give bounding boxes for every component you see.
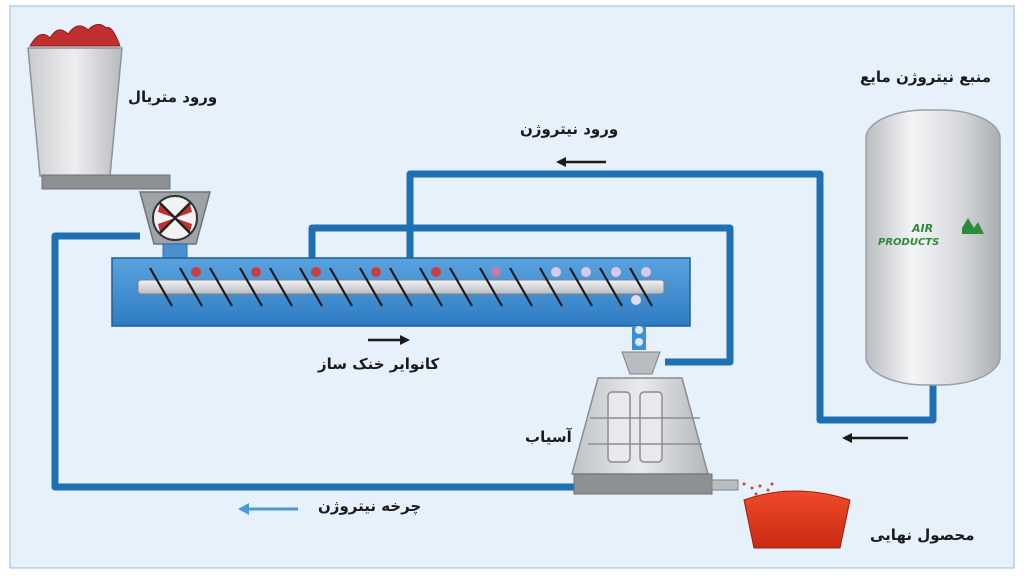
screw-flight bbox=[239, 267, 263, 307]
mill-feed-pipe bbox=[308, 224, 734, 366]
arrow-icon bbox=[556, 157, 606, 167]
tank-logo-icon bbox=[962, 218, 984, 234]
nitrogen-inlet-label: ورود نیتروژن bbox=[520, 120, 619, 138]
screw-flight bbox=[269, 267, 293, 307]
final-product-label: محصول نهایی bbox=[870, 526, 975, 544]
arrow-icon bbox=[238, 503, 298, 515]
screw-flight bbox=[389, 267, 413, 307]
material-particle bbox=[641, 267, 651, 277]
screw-flight bbox=[359, 267, 383, 307]
screw-flight bbox=[149, 267, 173, 307]
material-particle bbox=[491, 267, 501, 277]
mill-label: آسیاب bbox=[525, 428, 572, 446]
tank-logo-line1: AIR bbox=[911, 222, 933, 235]
cooling-conveyor bbox=[111, 257, 691, 327]
screw-flights bbox=[149, 267, 653, 307]
material-particles bbox=[191, 267, 651, 305]
material-inlet-label: ورود متریال bbox=[128, 88, 218, 106]
screw-flight bbox=[599, 267, 623, 307]
arrow-icon bbox=[842, 433, 908, 443]
liquid-nitrogen-tank: AIR PRODUCTS bbox=[865, 109, 1001, 386]
liquid-nitrogen-source-label: منبع نیتروژن مایع bbox=[860, 68, 991, 86]
supply-pipe bbox=[406, 170, 937, 424]
material-particle bbox=[251, 267, 261, 277]
material-particle bbox=[551, 267, 561, 277]
material-particle bbox=[371, 267, 381, 277]
material-particle bbox=[611, 267, 621, 277]
screw-flight bbox=[509, 267, 533, 307]
return-pipe bbox=[51, 232, 580, 491]
mill bbox=[571, 377, 739, 495]
nitrogen-pipes bbox=[51, 170, 937, 491]
material-particle bbox=[581, 267, 591, 277]
screw-flight bbox=[479, 267, 503, 307]
final-product-bin bbox=[742, 482, 851, 549]
screw-flight bbox=[299, 267, 323, 307]
screw-flight bbox=[539, 267, 563, 307]
arrow-icon bbox=[368, 335, 410, 345]
material-particle bbox=[191, 267, 201, 277]
cooling-conveyor-label: کانوایر خنک ساز bbox=[318, 355, 440, 373]
material-particle bbox=[431, 267, 441, 277]
nitrogen-cycle-label: چرخه نیتروژن bbox=[318, 497, 422, 515]
tank-logo-line2: PRODUCTS bbox=[878, 237, 939, 248]
screw-flight bbox=[329, 267, 353, 307]
mill-inlet-chute bbox=[621, 326, 661, 375]
material-particle bbox=[631, 295, 641, 305]
screw-flight bbox=[449, 267, 473, 307]
rotary-valve-icon bbox=[139, 191, 211, 259]
screw-flight bbox=[629, 267, 653, 307]
screw-flight bbox=[209, 267, 233, 307]
material-particle bbox=[311, 267, 321, 277]
material-hopper bbox=[27, 24, 171, 190]
screw-flight bbox=[179, 267, 203, 307]
screw-flight bbox=[569, 267, 593, 307]
screw-flight bbox=[419, 267, 443, 307]
